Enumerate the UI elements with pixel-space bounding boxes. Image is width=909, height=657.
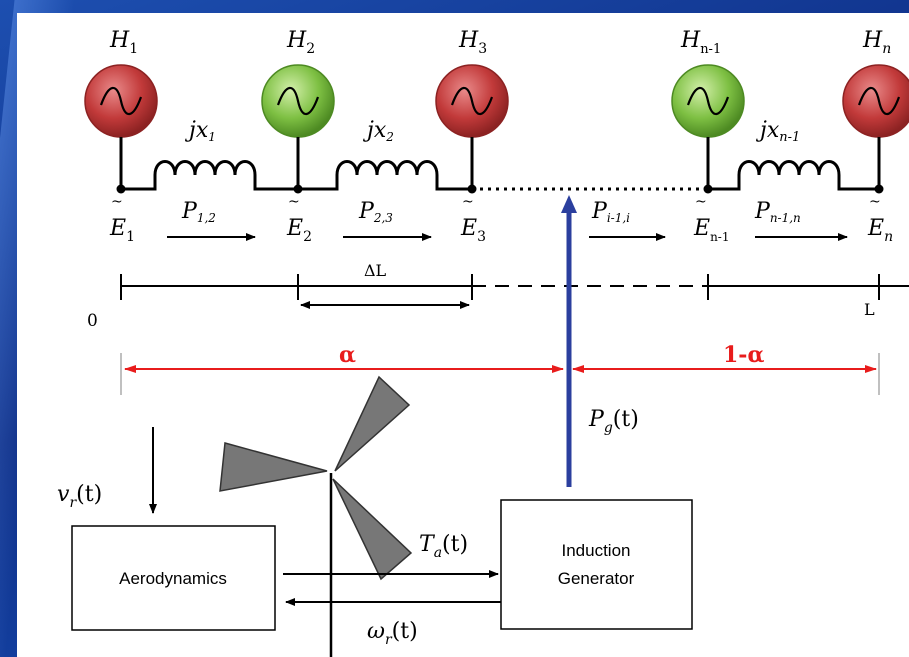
transmission-line-diagram: H1 H2 H3 Hn-1 Hn — [57, 28, 909, 657]
tilde-mark: ~ — [111, 194, 123, 210]
power-flow-label-i-1-i: Pi-1,i — [591, 199, 630, 225]
power-flow-label-n-1-n: Pn-1,n — [754, 199, 801, 225]
reactance-label-2: jx2 — [362, 118, 394, 144]
node-label-2: E2 — [286, 216, 312, 245]
wind-turbine-icon — [219, 375, 413, 657]
scale-delta-label: ΔL — [364, 261, 387, 280]
aerodynamics-block — [71, 525, 276, 631]
generator-label-line-1: Induction — [562, 541, 631, 560]
tilde-mark: ~ — [288, 194, 300, 210]
induction-generator-block — [500, 499, 693, 630]
generator-label-3: H3 — [458, 28, 487, 57]
ac-wave-icon — [686, 86, 730, 116]
length-scale — [120, 274, 909, 309]
generator-n-1 — [671, 64, 745, 138]
scale-end-label: L — [864, 300, 875, 319]
diagram-panel: H1 H2 H3 Hn-1 Hn — [17, 13, 909, 657]
alpha-left-label: α — [339, 342, 356, 368]
generator-label-n-1: Hn-1 — [680, 28, 721, 57]
bus-nodes — [116, 184, 884, 194]
generator-label-2: H2 — [286, 28, 315, 57]
reactance-label-n-1: jxn-1 — [755, 118, 800, 145]
generator-n — [842, 64, 909, 138]
wind-speed-label: vr(t) — [57, 482, 102, 511]
generator-2 — [261, 64, 335, 138]
tilde-mark: ~ — [695, 194, 707, 210]
alpha-right-label: 1-α — [723, 342, 764, 368]
node-label-1: E1 — [109, 216, 135, 245]
reactance-label-1: jx1 — [184, 118, 216, 144]
power-flow-label-1-2: P1,2 — [181, 199, 216, 225]
node-label-n-1: En-1 — [693, 216, 729, 244]
power-flow-labels: P1,2 P2,3 Pi-1,i Pn-1,n — [181, 199, 801, 225]
injection-arrow-head — [561, 195, 577, 213]
generator-label-n: Hn — [862, 28, 891, 57]
scale-start-label: 0 — [87, 311, 98, 331]
generator-3 — [435, 64, 509, 138]
rotor-speed-label: ωr(t) — [367, 619, 418, 648]
torque-label: Ta(t) — [419, 532, 468, 561]
generator-1 — [84, 64, 158, 138]
bus-line — [121, 160, 879, 191]
alpha-arrows — [120, 353, 880, 395]
generator-stems — [119, 137, 881, 189]
ac-wave-icon — [450, 86, 494, 116]
node-label-3: E3 — [460, 216, 486, 245]
generator-label-1: H1 — [109, 28, 138, 57]
injection-label: Pg(t) — [588, 407, 639, 436]
generator-label-line-2: Generator — [558, 569, 635, 588]
node-labels: ~ E1 ~ E2 ~ E3 ~ En-1 ~ En — [109, 194, 893, 245]
node-label-n: En — [867, 216, 893, 245]
ac-wave-icon — [99, 86, 143, 116]
ac-wave-icon — [857, 86, 901, 116]
tilde-mark: ~ — [869, 194, 881, 210]
power-flow-label-2-3: P2,3 — [358, 199, 393, 225]
ac-wave-icon — [276, 86, 320, 116]
tilde-mark: ~ — [462, 194, 474, 210]
aerodynamics-label: Aerodynamics — [119, 569, 227, 588]
